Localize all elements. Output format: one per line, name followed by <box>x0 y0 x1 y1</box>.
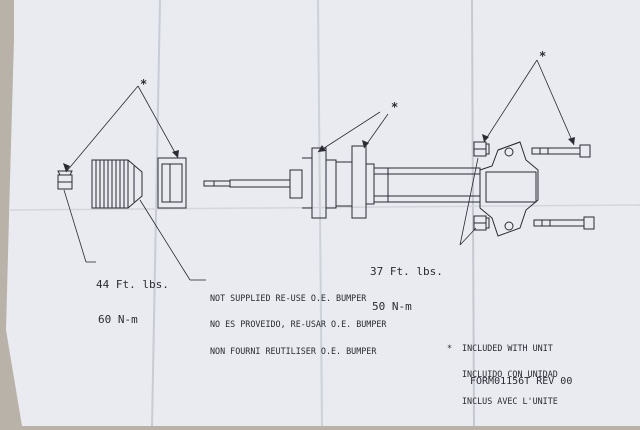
lower-bracket <box>479 141 539 237</box>
asterisk-marker: * <box>391 100 399 114</box>
legend-line-es: INCLUIDO CON UNIDAD <box>462 369 558 380</box>
torque-ftlbs: 37 Ft. lbs. <box>370 265 443 279</box>
fold-line <box>317 0 323 427</box>
note-line-en: NOT SUPPLIED RE-USE O.E. BUMPER <box>210 292 367 303</box>
fold-line <box>9 204 640 211</box>
form-code: FORM01156T REV 00 <box>470 376 573 387</box>
leader-lines <box>63 59 575 281</box>
top-nut <box>57 170 73 190</box>
paper-sheet <box>6 0 640 426</box>
torque-spec-left: 44 Ft. lbs. 60 N-m <box>96 256 169 348</box>
fold-line <box>151 0 161 427</box>
flange-nut-upper <box>473 141 490 157</box>
bolt-upper <box>531 144 591 158</box>
asterisk-marker: * <box>539 49 547 63</box>
included-legend: *INCLUDED WITH UNIT INCLUIDO CON UNIDAD … <box>447 326 558 423</box>
torque-nm: 50 N-m <box>372 299 412 313</box>
upper-mount-plate <box>157 157 187 209</box>
bumper-boot <box>91 159 143 209</box>
arrowheads <box>63 134 575 172</box>
note-line-es: NO ES PROVEIDO, RE-USAR O.E. BUMPER <box>210 319 387 330</box>
fold-line <box>471 0 475 427</box>
torque-ftlbs: 44 Ft. lbs. <box>96 278 169 292</box>
legend-line-fr: INCLUS AVEC L'UNITE <box>462 395 558 406</box>
flange-nut-lower <box>473 215 490 231</box>
torque-nm: 60 N-m <box>98 312 138 326</box>
torque-spec-right: 37 Ft. lbs. 50 N-m <box>370 243 443 335</box>
note-line-fr: NON FOURNI REUTILISER O.E. BUMPER <box>210 345 377 356</box>
legend-line-en: *INCLUDED WITH UNIT <box>447 342 553 353</box>
bumper-note: NOT SUPPLIED RE-USE O.E. BUMPER NO ES PR… <box>210 276 386 373</box>
asterisk-marker: * <box>140 77 148 91</box>
bolt-lower <box>533 216 595 230</box>
